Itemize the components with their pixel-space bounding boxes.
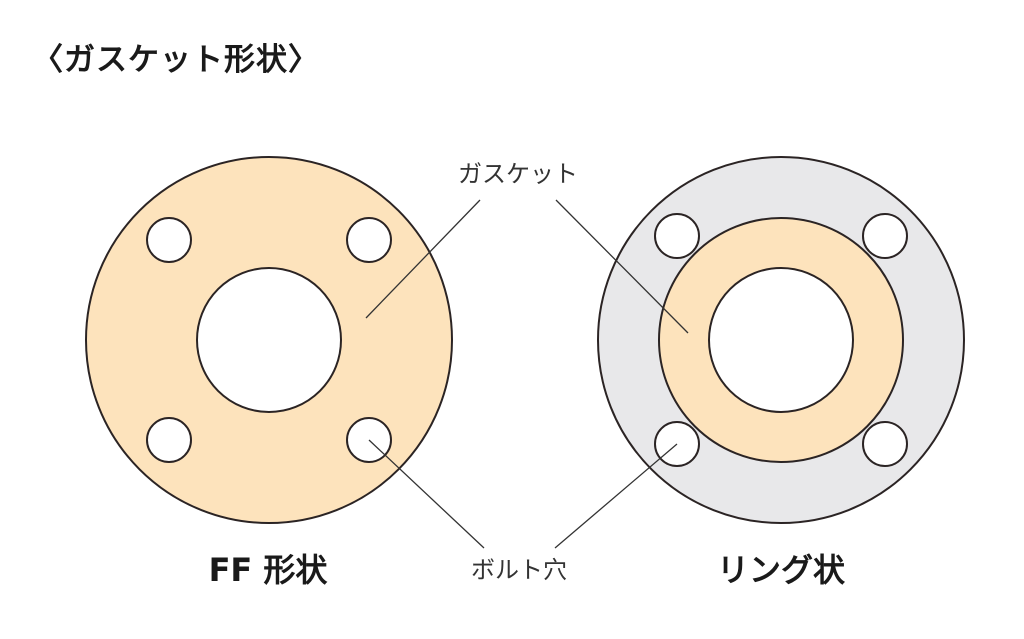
ring-gasket-assembly [597, 156, 965, 524]
ring-bolt-hole-top-right [862, 213, 908, 259]
ff-bolt-hole-top-right [346, 217, 392, 263]
bolt-hole-leader-to-ff [368, 439, 485, 549]
gasket-callout-label: ガスケット [458, 160, 578, 188]
ff-shape-label: FF 形状 [209, 551, 329, 589]
bolt-hole-callout-label: ボルト穴 [471, 556, 567, 584]
ring-bolt-hole-bottom-right [862, 421, 908, 467]
ring-center-hole [708, 267, 854, 413]
ff-bolt-hole-bottom-left [146, 417, 192, 463]
leader-lines [365, 199, 689, 549]
ring-bolt-hole-top-left [654, 213, 700, 259]
gasket-leader-to-ring [555, 199, 689, 334]
ff-gasket [85, 156, 453, 524]
bolt-hole-leader-to-ring [554, 443, 678, 549]
ring-shape-label: リング状 [717, 551, 846, 589]
ff-center-hole [196, 267, 342, 413]
gasket-leader-to-ff [365, 199, 481, 319]
page-title: 〈ガスケット形状〉 [32, 42, 320, 78]
ff-bolt-hole-top-left [146, 217, 192, 263]
